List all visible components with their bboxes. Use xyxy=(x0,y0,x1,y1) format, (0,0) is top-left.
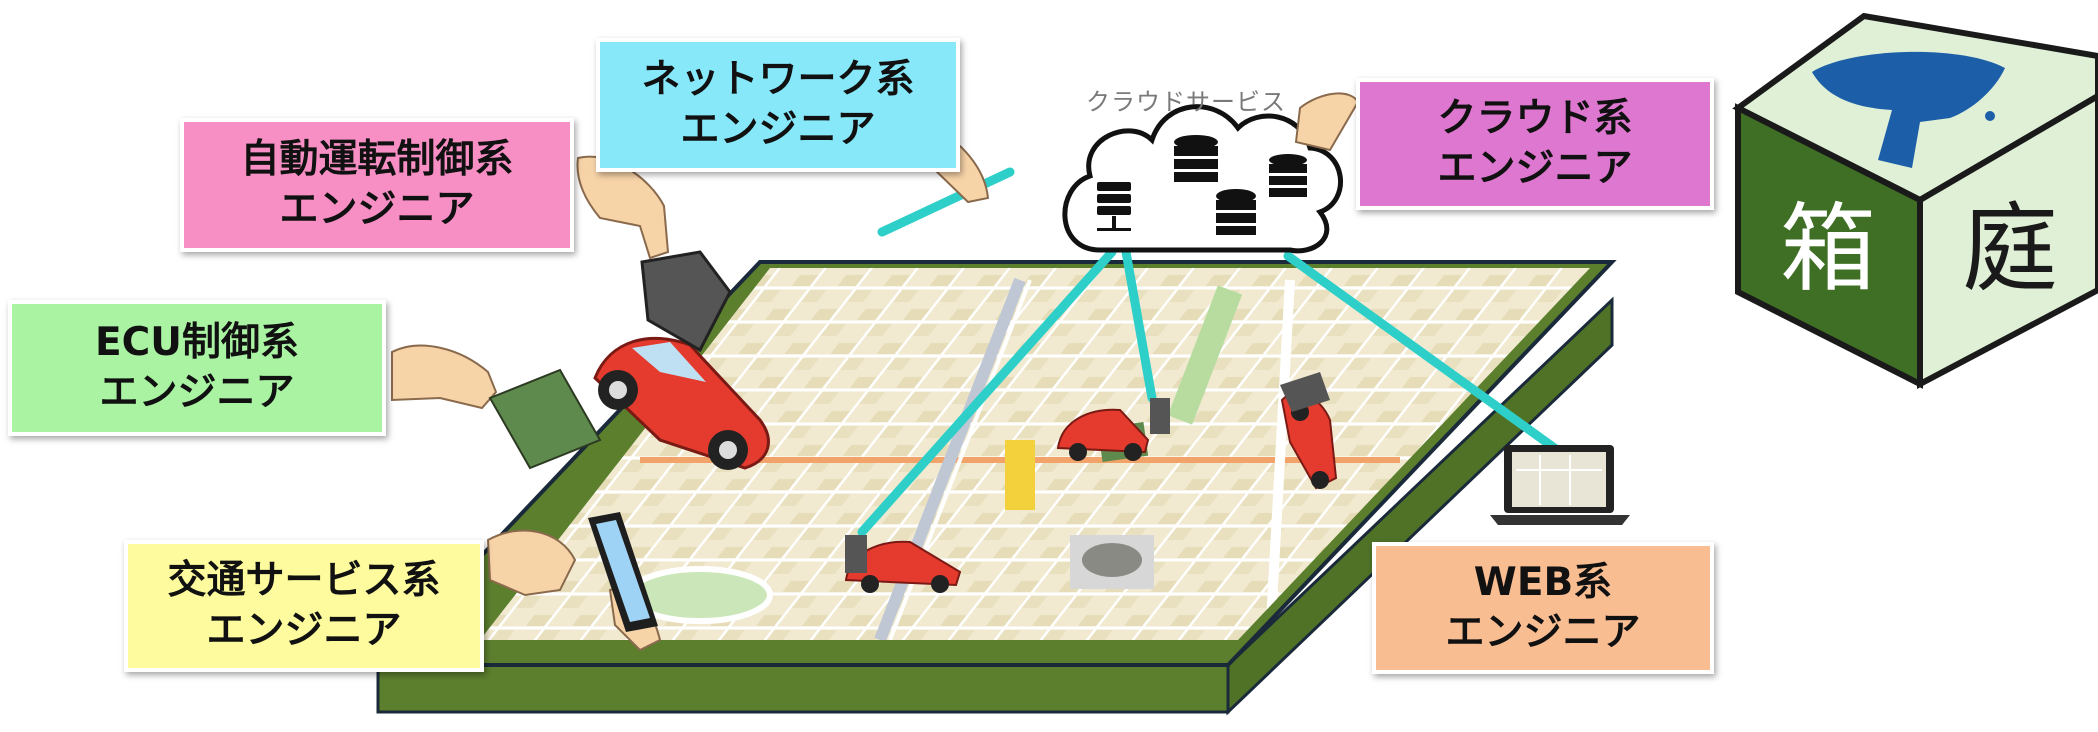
label-line1: 自動運転制御系 xyxy=(240,137,514,183)
cloud-service xyxy=(1062,104,1343,254)
label-ecu-engineer: ECU制御系 エンジニア xyxy=(8,300,386,436)
label-line2: エンジニア xyxy=(206,608,402,653)
label-line2: エンジニア xyxy=(99,370,295,415)
car-icon xyxy=(1280,372,1338,490)
logo-char-left: 箱 xyxy=(1780,193,1876,305)
hakoniwa-logo xyxy=(1732,12,2098,389)
label-line1: ネットワーク系 xyxy=(641,57,915,103)
database-icon xyxy=(1174,135,1218,182)
board-right-side xyxy=(1226,296,1614,716)
connection-lines xyxy=(857,167,1565,537)
logo-char-right: 庭 xyxy=(1962,193,2058,305)
label-line2: エンジニア xyxy=(1437,146,1633,191)
label-line1: 交通サービス系 xyxy=(167,558,441,604)
label-network-engineer: ネットワーク系 エンジニア xyxy=(596,38,960,172)
server-box-icon xyxy=(640,250,732,353)
cloud-service-caption: クラウドサービス xyxy=(1086,88,1286,116)
label-traffic-service-engineer: 交通サービス系 エンジニア xyxy=(124,540,484,672)
label-line2: エンジニア xyxy=(1445,610,1641,655)
server-icon xyxy=(1097,182,1131,231)
connection-line-laptop xyxy=(1283,251,1565,457)
connection-line-car-front xyxy=(857,247,1117,537)
label-line1: WEB系 xyxy=(1473,560,1613,606)
label-web-engineer: WEB系 エンジニア xyxy=(1372,542,1714,674)
laptop-icon xyxy=(1490,445,1630,525)
database-icon xyxy=(1269,154,1307,197)
label-autonomous-engineer: 自動運転制御系 エンジニア xyxy=(180,118,574,252)
cube-right xyxy=(1917,92,2098,389)
label-line2: エンジニア xyxy=(279,187,475,232)
label-cloud-engineer: クラウド系 エンジニア xyxy=(1356,78,1714,210)
label-line1: ECU制御系 xyxy=(95,320,299,366)
database-icon xyxy=(1216,189,1256,235)
car-icon xyxy=(844,535,962,593)
smartphone-icon xyxy=(588,512,658,632)
logo-emblem-icon xyxy=(1812,51,2005,168)
label-line1: クラウド系 xyxy=(1437,96,1633,142)
label-line2: エンジニア xyxy=(680,107,876,152)
connection-line-network xyxy=(877,167,1015,237)
connection-line-car-center xyxy=(1121,247,1157,403)
car-icon xyxy=(1056,398,1170,461)
car-icon xyxy=(593,250,770,470)
